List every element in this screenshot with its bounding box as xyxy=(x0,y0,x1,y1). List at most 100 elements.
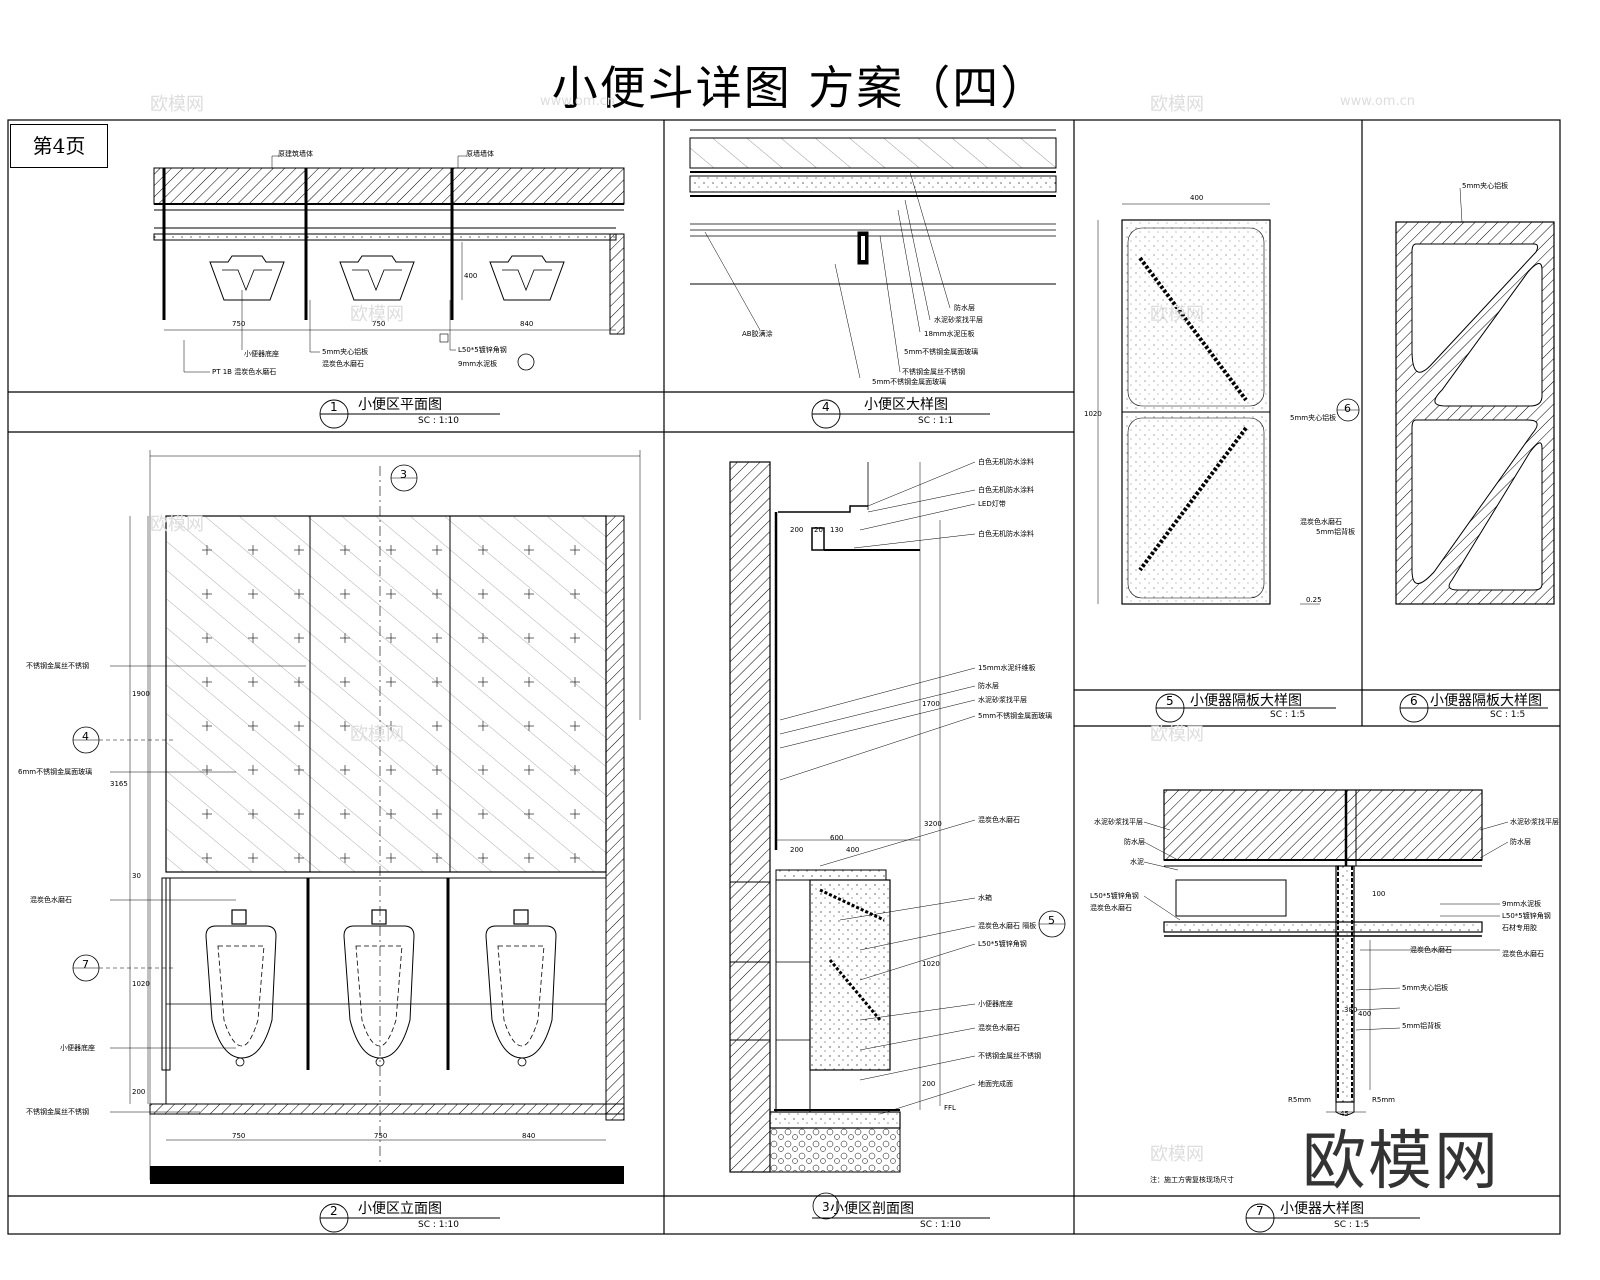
plan-note: 原墙墙体 xyxy=(466,150,494,158)
page-label: 第4页 xyxy=(10,124,108,168)
section-dim: 3200 xyxy=(924,820,942,828)
elev-note: 小便器底座 xyxy=(60,1044,95,1052)
watermark: 欧模网 xyxy=(1150,724,1204,745)
caption-2: 小便区立面图 xyxy=(358,1201,442,1217)
section-note: 15mm水泥纤维板 xyxy=(978,664,1036,672)
caption-3: 小便区剖面图 xyxy=(830,1201,914,1217)
watermark: www.om.cn xyxy=(540,94,615,109)
section-note: FFL xyxy=(944,1104,956,1112)
scale-1: SC : 1:10 xyxy=(418,416,459,426)
section-note: 水泥砂浆找平层 xyxy=(978,696,1027,704)
p5-note: 5mm铝背板 xyxy=(1316,528,1356,536)
detail4-note: 防水层 xyxy=(954,304,975,312)
panel-5-partition xyxy=(1097,203,1360,605)
detail7-note: 防水层 xyxy=(1510,838,1531,846)
watermark: 欧模网 xyxy=(150,94,204,115)
p5-callout: 6 xyxy=(1344,402,1351,415)
p5-note: 5mm夹心铝板 xyxy=(1290,414,1337,422)
elev-dim: 200 xyxy=(132,1088,146,1096)
section-callout-5: 5 xyxy=(1048,914,1055,927)
section-dim: 400 xyxy=(846,846,860,854)
plan-dim: 840 xyxy=(520,320,534,328)
detail7-note: L50*5镀锌角钢 xyxy=(1502,912,1551,920)
detail7-note: 混炭色水磨石 xyxy=(1410,946,1452,954)
detail7-note: L50*5镀锌角钢 xyxy=(1090,892,1139,900)
num-5: 5 xyxy=(1166,694,1174,708)
elev-callout-3: 3 xyxy=(400,468,407,481)
plan-note: PT 1B 混炭色水磨石 xyxy=(212,368,277,376)
caption-5: 小便器隔板大样图 xyxy=(1190,693,1302,709)
detail4-note: 5mm不锈钢金属面玻璃 xyxy=(872,378,947,386)
detail4-note: AB胶满涂 xyxy=(742,330,773,338)
elev-callout-4: 4 xyxy=(82,730,89,743)
section-note: LED灯带 xyxy=(978,500,1006,508)
caption-markers xyxy=(319,399,1548,1233)
watermark: 欧模网 xyxy=(1150,1144,1204,1165)
detail7-note: 混炭色水磨石 xyxy=(1502,950,1544,958)
elev-dim: 30 xyxy=(132,872,141,880)
num-3: 3 xyxy=(822,1200,830,1214)
section-dim: 1700 xyxy=(922,700,940,708)
sheet-frame xyxy=(7,119,1561,1235)
detail4-note: 水泥砂浆找平层 xyxy=(934,316,983,324)
detail7-note: R5mm xyxy=(1288,1096,1311,1104)
plan-note: 原建筑墙体 xyxy=(278,150,313,158)
panel-6-partition xyxy=(1395,187,1555,605)
detail7-dim: 380 xyxy=(1344,1006,1358,1014)
p5-note: 混炭色水磨石 xyxy=(1300,518,1342,526)
brand-logo: 欧模网 xyxy=(1302,1125,1500,1199)
panel-1-plan xyxy=(153,155,625,373)
detail7-note: R5mm xyxy=(1372,1096,1395,1104)
plan-dim: 750 xyxy=(232,320,246,328)
detail4-note: 不锈钢金属丝不锈钢 xyxy=(902,368,965,376)
elev-callout-7: 7 xyxy=(82,958,89,971)
elev-dim: 750 xyxy=(232,1132,246,1140)
num-1: 1 xyxy=(330,400,338,414)
section-note: L50*5镀锌角钢 xyxy=(978,940,1027,948)
elev-note: 不锈钢金属丝不锈钢 xyxy=(26,662,89,670)
section-note: 白色无机防水涂料 xyxy=(978,486,1034,494)
section-dim: 130 xyxy=(830,526,844,534)
num-6: 6 xyxy=(1410,694,1418,708)
elev-dim: 1020 xyxy=(132,980,150,988)
p5-dim: 0.25 xyxy=(1306,596,1322,604)
elev-note: 不锈钢金属丝不锈钢 xyxy=(26,1108,89,1116)
plan-note: 9mm水泥板 xyxy=(458,360,498,368)
detail7-note: 防水层 xyxy=(1124,838,1145,846)
plan-note: 5mm夹心铝板 xyxy=(322,348,369,356)
plan-note: 小便器底座 xyxy=(244,350,279,358)
num-2: 2 xyxy=(330,1204,338,1218)
p6-note: 5mm夹心铝板 xyxy=(1462,182,1509,190)
plan-dim: 750 xyxy=(372,320,386,328)
drawing-title: 小便斗详图 方案（四） xyxy=(551,61,1049,115)
section-note: 白色无机防水涂料 xyxy=(978,458,1034,466)
watermark: 欧模网 xyxy=(1150,94,1204,115)
watermark: 欧模网 xyxy=(1150,304,1204,325)
p5-dim: 1020 xyxy=(1084,410,1102,418)
watermark: 欧模网 xyxy=(350,304,404,325)
panel-7-detail xyxy=(1143,789,1509,1116)
section-dim: 200 xyxy=(790,526,804,534)
caption-1: 小便区平面图 xyxy=(358,397,442,413)
elev-dim: 1900 xyxy=(132,690,150,698)
scale-4: SC : 1:1 xyxy=(918,416,954,426)
detail4-note: 18mm水泥压板 xyxy=(924,330,975,338)
detail7-dim: 400 xyxy=(1358,1010,1372,1018)
section-note: 白色无机防水涂料 xyxy=(978,530,1034,538)
section-dim: 600 xyxy=(830,834,844,842)
elev-note: 6mm不锈钢金属面玻璃 xyxy=(18,768,93,776)
panel-2-elevation xyxy=(72,450,641,1184)
watermark: 欧模网 xyxy=(150,514,204,535)
scale-2: SC : 1:10 xyxy=(418,1220,459,1230)
section-note: 混炭色水磨石 xyxy=(978,1024,1020,1032)
section-note: 混炭色水磨石 xyxy=(978,816,1020,824)
p5-dim: 400 xyxy=(1190,194,1204,202)
scale-6: SC : 1:5 xyxy=(1490,710,1526,720)
elev-dim: 3165 xyxy=(110,780,128,788)
detail7-note: 注：施工方需复核现场尺寸 xyxy=(1150,1176,1234,1184)
section-note: 地面完成面 xyxy=(978,1080,1013,1088)
section-note: 混炭色水磨石 隔板 xyxy=(978,922,1037,930)
panel-4-detail xyxy=(689,129,1057,379)
section-note: 5mm不锈钢金属面玻璃 xyxy=(978,712,1053,720)
